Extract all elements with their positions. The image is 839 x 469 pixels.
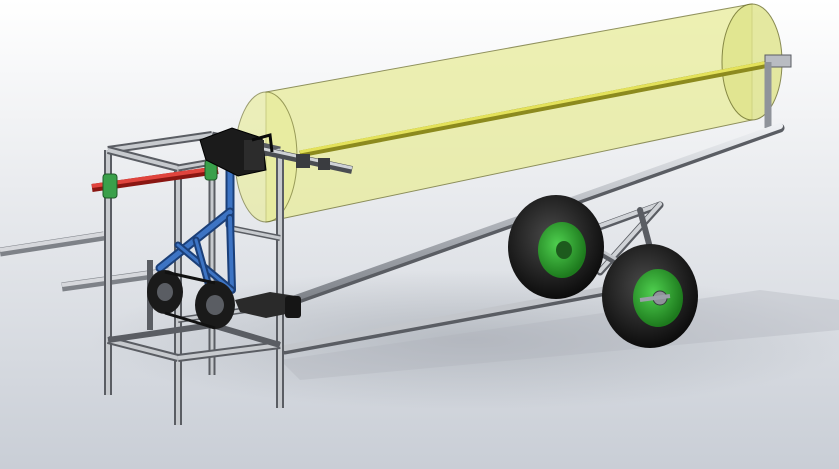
wheel-rear <box>508 195 604 299</box>
red-rod-assembly <box>91 159 219 199</box>
drum-shaft <box>299 56 791 158</box>
wheel-front <box>602 244 698 348</box>
crank-arm <box>235 292 296 318</box>
pedal <box>285 296 301 318</box>
ground-shadow-long <box>280 290 839 380</box>
top-drive-mechanism <box>199 127 353 177</box>
loose-tube-upper <box>0 231 105 257</box>
green-clamp-left <box>102 173 118 199</box>
sprocket-assembly <box>147 270 301 330</box>
